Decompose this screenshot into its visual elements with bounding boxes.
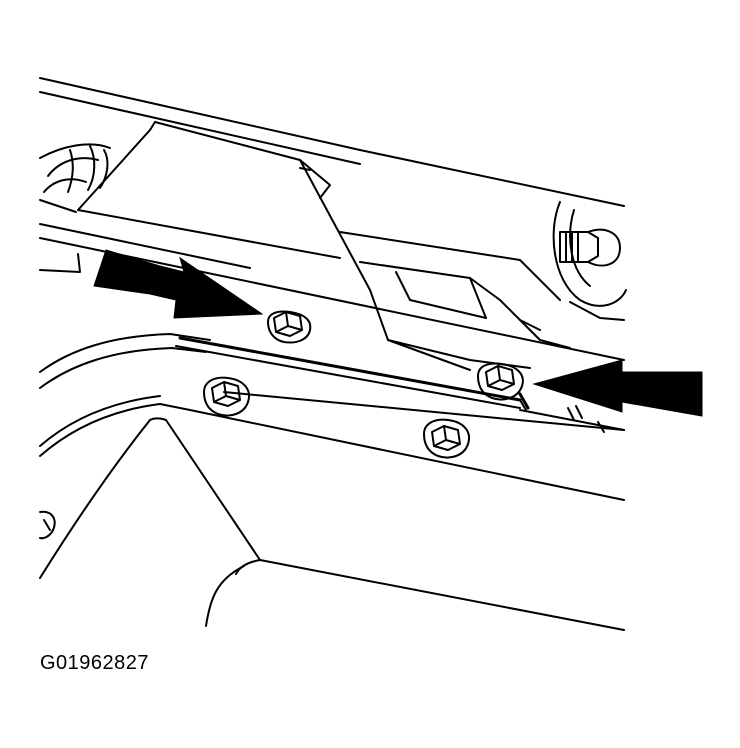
right-mounting-boss [552, 201, 627, 307]
callout-arrow-left-upper [93, 249, 264, 319]
bolt-lower-left [203, 376, 250, 417]
mounting-bracket [77, 121, 531, 369]
figure-id-label: G01962827 [40, 652, 150, 674]
seam-strip [175, 336, 527, 411]
bolt-lower-center [423, 418, 470, 459]
wiring-harness [39, 143, 111, 213]
callout-arrow-right [532, 359, 703, 417]
edge-marks [567, 405, 605, 433]
inner-structure [339, 231, 625, 349]
upper-frame-rail [39, 77, 625, 361]
bolt-upper-right [477, 362, 530, 410]
left-clip [39, 510, 56, 540]
side-panel-bracket [39, 253, 81, 273]
bolt-upper-left [267, 310, 312, 344]
lower-housing [39, 333, 625, 631]
